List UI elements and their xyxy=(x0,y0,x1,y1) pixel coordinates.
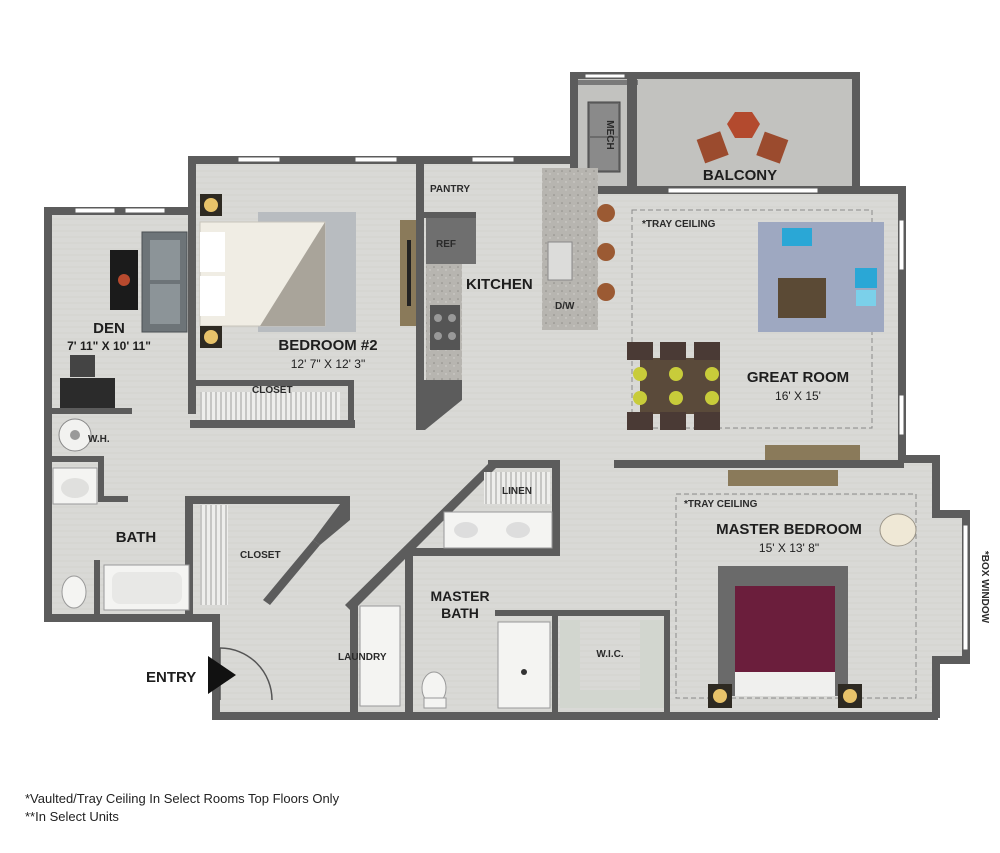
master-bedroom-furniture xyxy=(675,493,917,708)
water-heater xyxy=(58,418,92,452)
closet-bed2-label: CLOSET xyxy=(252,385,293,396)
tray-ceiling-great-label: *TRAY CEILING xyxy=(642,219,716,230)
master-bath-label-line1: MASTER xyxy=(430,588,489,604)
closet-rack xyxy=(200,505,228,605)
great-room-label: GREAT ROOM xyxy=(747,369,849,386)
balcony-label: BALCONY xyxy=(703,167,777,184)
entry-label: ENTRY xyxy=(146,669,196,686)
master-bedroom-label: MASTER BEDROOM xyxy=(716,521,862,538)
wic-label: W.I.C. xyxy=(596,649,623,660)
den-furniture xyxy=(60,231,188,408)
den-dims: 7' 11" X 10' 11" xyxy=(67,339,151,353)
great-room-dims: 16' X 15' xyxy=(775,389,821,403)
linen-label: LINEN xyxy=(502,486,532,497)
bath-fixtures xyxy=(52,467,190,611)
bedroom2-label: BEDROOM #2 xyxy=(278,337,377,354)
windows xyxy=(74,73,969,651)
bath-label: BATH xyxy=(116,529,157,546)
footnote-2: **In Select Units xyxy=(25,809,119,824)
ref-label: REF xyxy=(436,239,456,250)
bedroom2-furniture xyxy=(199,194,416,420)
box-window-label: *BOX WINDOW xyxy=(979,551,990,624)
entry-arrow-icon xyxy=(208,656,236,694)
bedroom2-dims: 12' 7" X 12' 3" xyxy=(291,357,365,371)
balcony-furniture xyxy=(587,101,789,173)
master-bath-label-line2: BATH xyxy=(441,605,479,621)
den-label: DEN xyxy=(93,320,125,337)
mech-label: MECH xyxy=(604,120,615,149)
kitchen-label: KITCHEN xyxy=(466,276,533,293)
footnote-1: *Vaulted/Tray Ceiling In Select Rooms To… xyxy=(25,791,340,806)
dw-label: D/W xyxy=(555,301,575,312)
tray-ceiling-master-label: *TRAY CEILING xyxy=(684,499,758,510)
balcony-floor xyxy=(575,76,855,190)
master-bedroom-dims: 15' X 13' 8" xyxy=(759,541,819,555)
walls xyxy=(44,72,970,720)
laundry-label: LAUNDRY xyxy=(338,652,387,663)
kitchen-fixtures xyxy=(416,168,615,430)
closet-hall-label: CLOSET xyxy=(240,550,281,561)
wh-label: W.H. xyxy=(88,434,110,445)
pantry-label: PANTRY xyxy=(430,184,470,195)
great-room-furniture xyxy=(627,209,884,486)
master-bath-fixtures xyxy=(359,472,664,709)
room-labels: BALCONY MECH PANTRY REF KITCHEN D/W *TRA… xyxy=(67,120,990,686)
